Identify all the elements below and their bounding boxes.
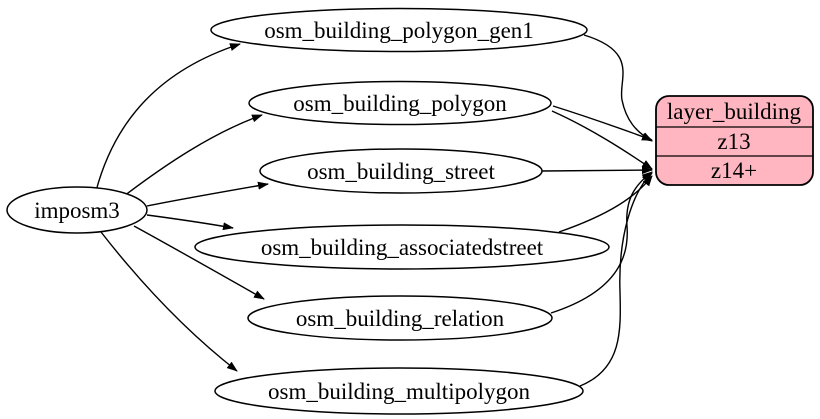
- table-node-label: osm_building_street: [307, 159, 495, 184]
- table-node-label: osm_building_associatedstreet: [261, 235, 544, 260]
- table-node-label: osm_building_multipolygon: [268, 379, 530, 404]
- edge-osm-building-polygon-gen1-z13: [583, 34, 653, 142]
- edge-imposm3-osm-building-relation: [133, 225, 265, 300]
- edge-imposm3-osm-building-street: [146, 181, 269, 207]
- edge-osm-building-polygon-z14: [551, 110, 653, 170]
- edge-imposm3-osm-building-multipolygon: [100, 231, 238, 372]
- edge-osm-building-relation-z14: [550, 171, 653, 314]
- edge-imposm3-osm-building-associatedstreet: [146, 214, 234, 231]
- table-node-osm-building-polygon: osm_building_polygon: [248, 80, 552, 126]
- table-node-label: osm_building_polygon_gen1: [264, 18, 534, 43]
- table-node-osm-building-relation: osm_building_relation: [247, 295, 553, 341]
- record-node-title: layer_building: [667, 99, 802, 124]
- record-row-z13: z13: [717, 129, 750, 154]
- edge-osm-building-polygon-z13: [552, 105, 653, 141]
- node-imposm3: imposm3: [6, 186, 148, 234]
- record-row-z14: z14+: [711, 158, 757, 183]
- edge-imposm3-osm-building-polygon: [123, 114, 263, 197]
- record-node-layer-building: layer_building z13 z14+: [655, 95, 814, 186]
- table-node-osm-building-polygon-gen1: osm_building_polygon_gen1: [210, 7, 588, 53]
- node-imposm3-label: imposm3: [34, 198, 120, 223]
- edge-imposm3-osm-building-polygon-gen1: [95, 43, 241, 192]
- table-node-label: osm_building_polygon: [293, 91, 507, 116]
- edge-osm-building-multipolygon-z14: [579, 172, 653, 387]
- record-node-background: [655, 95, 814, 186]
- table-node-label: osm_building_relation: [296, 306, 505, 331]
- table-node-osm-building-associatedstreet: osm_building_associatedstreet: [194, 224, 610, 270]
- edge-osm-building-street-z14: [541, 166, 653, 175]
- table-node-osm-building-multipolygon: osm_building_multipolygon: [214, 367, 584, 415]
- table-node-osm-building-street: osm_building_street: [259, 148, 543, 194]
